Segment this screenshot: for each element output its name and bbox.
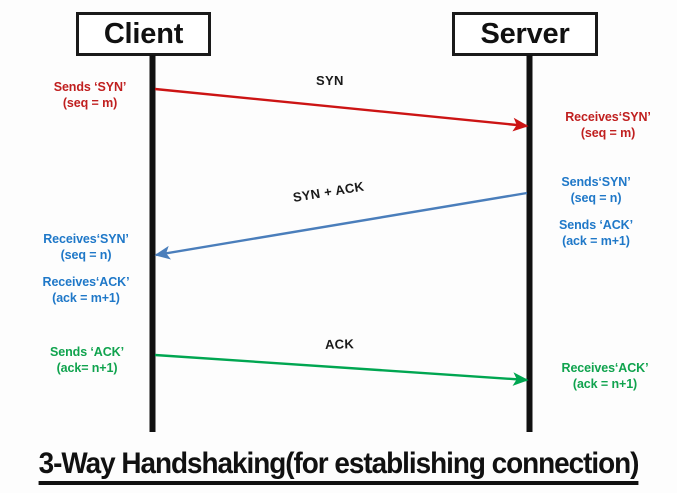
note-server-sends-syn: Sends‘SYN’ (seq = n) (534, 175, 658, 206)
syn-ack-arrow (154, 191, 528, 260)
syn-arrow (154, 87, 529, 132)
diagram-caption-text: 3-Way Handshaking(for establishing conne… (38, 447, 639, 485)
note-server-receives-syn: Receives‘SYN’ (seq = m) (546, 110, 670, 141)
note-line-2: (seq = n) (60, 247, 112, 262)
note-line-1: Sends ‘ACK’ (50, 345, 124, 359)
note-line-2: (ack= n+1) (56, 360, 118, 375)
note-line-1: Receives‘SYN’ (565, 110, 651, 124)
client-label: Client (103, 17, 184, 50)
note-line-1: Sends ‘ACK’ (559, 218, 633, 232)
note-server-receives-ack: Receives‘ACK’ (ack = n+1) (540, 361, 670, 392)
note-line-1: Receives‘ACK’ (42, 275, 130, 289)
note-line-1: Receives‘ACK’ (561, 361, 649, 375)
note-line-2: (ack = n+1) (572, 376, 638, 391)
note-client-sends-ack: Sends ‘ACK’ (ack= n+1) (24, 345, 150, 376)
note-client-receives-syn: Receives‘SYN’ (seq = n) (20, 232, 152, 263)
note-line-1: Sends ‘SYN’ (53, 80, 127, 94)
ack-arrow (154, 353, 529, 386)
note-line-2: (ack = m+1) (562, 233, 630, 248)
server-endpoint-box: Server (452, 12, 598, 56)
note-client-receives-ack: Receives‘ACK’ (ack = m+1) (20, 275, 152, 306)
note-line-1: Receives‘SYN’ (43, 232, 129, 246)
server-label: Server (480, 17, 570, 50)
note-line-2: (seq = n) (570, 190, 622, 205)
message-label-ack: ACK (324, 336, 355, 352)
diagram-caption: 3-Way Handshaking(for establishing conne… (0, 447, 677, 485)
note-line-2: (ack = m+1) (52, 290, 120, 305)
client-endpoint-box: Client (76, 12, 211, 56)
note-line-2: (seq = m) (62, 95, 118, 110)
note-line-1: Sends‘SYN’ (561, 175, 631, 189)
message-label-syn-ack: SYN + ACK (291, 178, 366, 205)
message-label-syn: SYN (316, 73, 344, 88)
note-server-sends-ack: Sends ‘ACK’ (ack = m+1) (534, 218, 658, 249)
note-client-sends-syn: Sends ‘SYN’ (seq = m) (28, 80, 152, 111)
note-line-2: (seq = m) (580, 125, 636, 140)
